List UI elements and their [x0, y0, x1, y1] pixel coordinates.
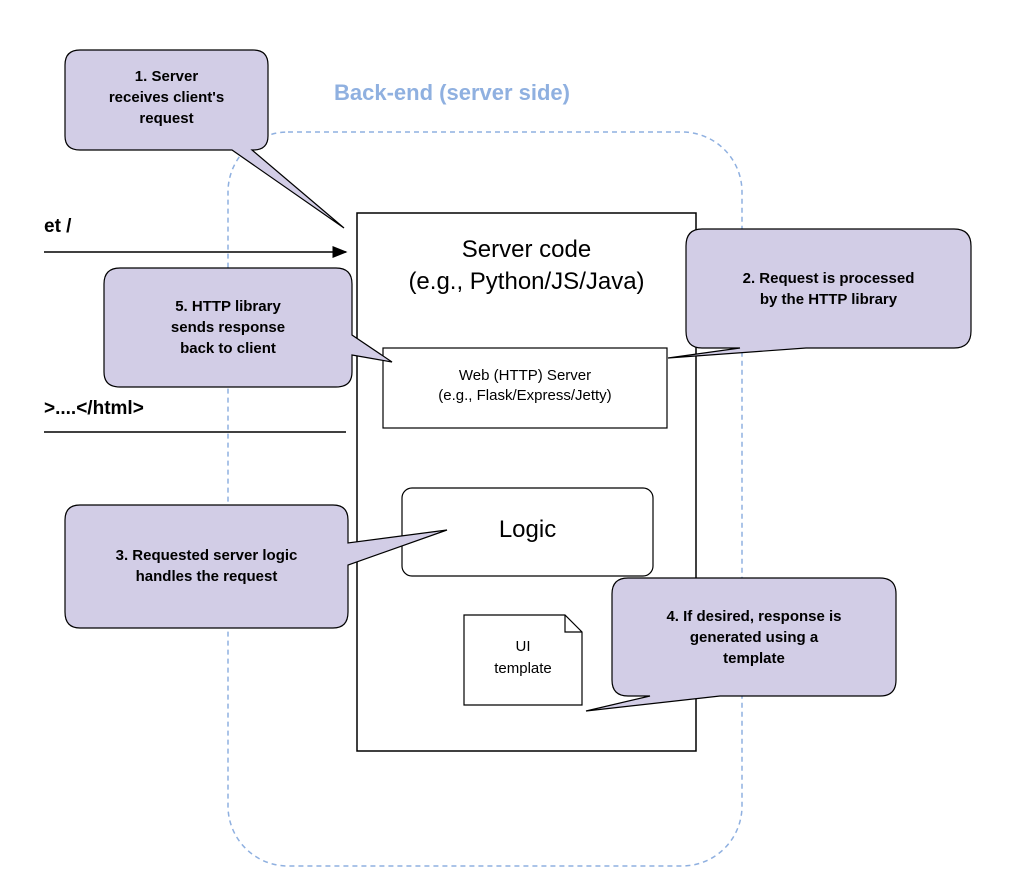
callout-5-text: 5. HTTP library sends response back to c… — [104, 296, 352, 359]
ui-template-line2: template — [494, 660, 552, 677]
callout-5-line1: 5. HTTP library — [175, 298, 281, 315]
callout-4-line2: generated using a — [689, 629, 819, 646]
callout-4-line3: template — [723, 650, 785, 667]
ui-template-line1: UI — [515, 638, 531, 655]
callout-4-line1: 4. If desired, response is — [666, 608, 842, 625]
callout-3-text: 3. Requested server logic handles the re… — [65, 545, 348, 587]
callout-1-line2: receives client's — [108, 89, 225, 106]
callout-3-bubble — [64, 504, 448, 629]
backend-region — [227, 131, 743, 867]
server-code-title-line1: Server code — [461, 236, 592, 263]
callout-1-line3: request — [139, 110, 194, 127]
ui-template-doc — [463, 614, 583, 706]
web-server-line2: (e.g., Flask/Express/Jetty) — [438, 387, 612, 404]
callout-1-bubble — [64, 49, 345, 229]
server-code-title-line2: (e.g., Python/JS/Java) — [408, 268, 645, 295]
logic-label: Logic — [498, 516, 557, 543]
callout-2-bubble — [667, 228, 972, 359]
callout-2-line1: 2. Request is processed — [742, 270, 915, 287]
callout-4-text: 4. If desired, response is generated usi… — [612, 606, 896, 669]
callout-1-text: 1. Server receives client's request — [65, 66, 268, 129]
callout-5-line2: sends response — [170, 319, 286, 336]
web-server-line1: Web (HTTP) Server — [458, 367, 592, 384]
web-server-label: Web (HTTP) Server (e.g., Flask/Express/J… — [383, 366, 667, 406]
callout-2-line2: by the HTTP library — [759, 291, 898, 308]
server-code-title: Server code (e.g., Python/JS/Java) — [357, 234, 696, 298]
ui-template-label: UI template — [464, 636, 582, 680]
backend-region-title: Back-end (server side) — [334, 80, 570, 105]
logic-box — [401, 487, 654, 577]
callout-5-bubble — [103, 267, 393, 388]
callout-4-bubble — [585, 577, 897, 712]
callout-5-line3: back to client — [180, 340, 276, 357]
ui-template-fold — [564, 615, 582, 633]
web-server-box — [382, 347, 668, 429]
callout-2-text: 2. Request is processed by the HTTP libr… — [686, 268, 971, 310]
callout-1-line1: 1. Server — [134, 68, 199, 85]
request-label: et / — [44, 216, 72, 237]
response-label: >....</html> — [44, 398, 144, 419]
callout-3-line1: 3. Requested server logic — [115, 547, 298, 564]
callout-3-line2: handles the request — [135, 568, 278, 585]
